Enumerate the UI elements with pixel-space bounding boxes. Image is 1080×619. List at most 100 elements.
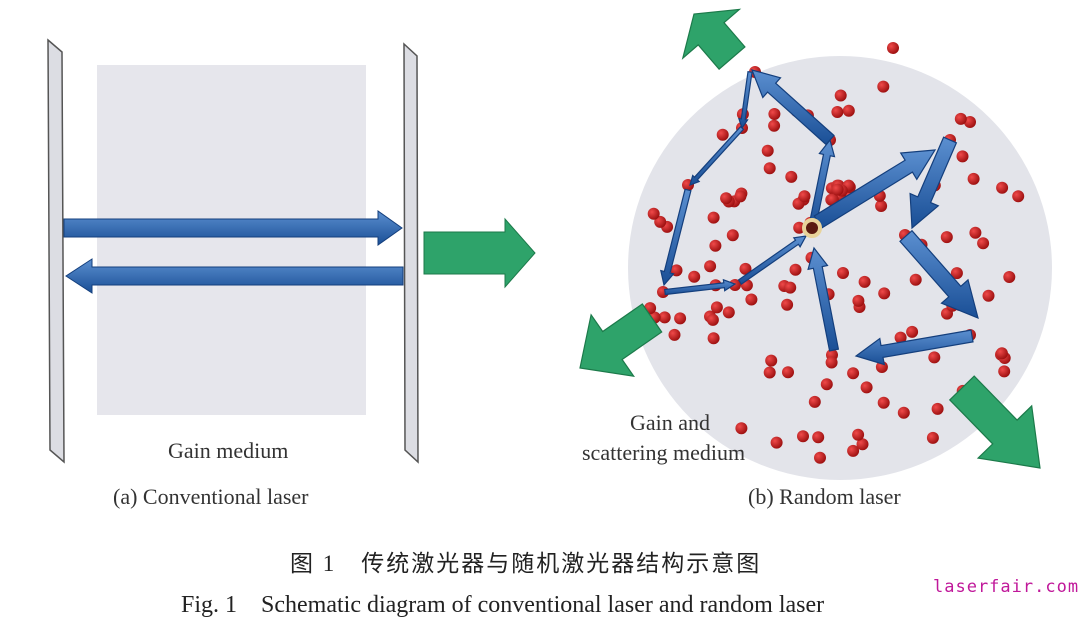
- scatterer-dot: [998, 365, 1011, 378]
- scatterer-dot: [940, 231, 953, 244]
- scatterer-dot: [647, 207, 660, 220]
- scatterer-dot: [765, 354, 778, 367]
- scatterer-dot: [729, 279, 741, 291]
- scatterer-dot: [928, 351, 941, 364]
- scatterer-dot: [831, 183, 844, 196]
- scatterer-dot: [798, 190, 811, 203]
- scatterer-dot: [734, 190, 747, 203]
- scatterer-dot: [722, 306, 735, 319]
- scatterer-dot: [763, 162, 776, 175]
- random-laser-panel: [628, 42, 1052, 480]
- scatterer-dot: [877, 80, 890, 93]
- beam-arrow: [737, 235, 808, 285]
- scatterer-dot: [735, 422, 748, 435]
- scatterer-dot: [781, 298, 794, 311]
- scatterer-dot: [847, 367, 860, 380]
- scatterer-dot: [954, 112, 967, 125]
- scatterer-dot: [808, 395, 821, 408]
- scatterer-dot: [793, 221, 806, 234]
- scatterer-dot: [834, 89, 847, 102]
- beam-arrow: [738, 71, 753, 130]
- beam-arrow: [660, 188, 692, 287]
- scatterer-dot: [710, 301, 723, 314]
- scatterer-dot: [996, 181, 1009, 194]
- scatterer-dot: [674, 312, 687, 325]
- beam-arrow: [909, 136, 958, 230]
- scatterer-dot: [785, 170, 798, 183]
- scatterer-dot: [789, 263, 802, 276]
- scatterer-dot: [956, 150, 969, 163]
- right-mirror: [403, 42, 419, 464]
- scatterer-dot: [847, 444, 860, 457]
- scatterer-dot: [768, 108, 781, 120]
- beam-arrow: [813, 149, 937, 229]
- beam-arrow: [751, 69, 835, 146]
- beam-arrow: [664, 278, 737, 296]
- beam-arrow: [854, 329, 974, 366]
- scatterer-dot: [720, 192, 733, 205]
- scatterer-dot: [875, 200, 888, 212]
- scatterer-dot: [977, 237, 990, 250]
- beam-arrow: [807, 138, 836, 230]
- scatterer-dot: [707, 332, 720, 345]
- output-arrow-icon: [681, 8, 746, 70]
- scatterer-dot: [812, 431, 825, 444]
- scatterer-dot: [842, 104, 855, 117]
- backward-beam-arrow: [65, 258, 404, 294]
- scatterer-dot: [950, 267, 963, 280]
- watermark: laserfair.com: [933, 577, 1080, 597]
- scatterer-dot: [964, 116, 976, 128]
- figure-caption-english: Fig. 1 Schematic diagram of conventional…: [181, 592, 825, 618]
- scatterer-dot: [763, 366, 776, 379]
- scatterer-dot: [797, 430, 809, 443]
- scatterer-dot: [688, 270, 701, 283]
- beam-arrow: [899, 229, 979, 320]
- scatterer-dot: [852, 428, 865, 441]
- scatterer-dot: [820, 378, 833, 391]
- scatterer-dot: [716, 128, 729, 141]
- scatterer-dot: [969, 226, 982, 239]
- scatterer-dot: [831, 106, 844, 118]
- left-mirror: [47, 38, 65, 464]
- scatterer-dot: [897, 406, 910, 419]
- beam-arrow: [807, 246, 840, 352]
- scatterer-dot: [878, 287, 891, 300]
- scatterer-dot: [745, 293, 758, 306]
- scatterer-dot: [1012, 190, 1025, 203]
- scatterer-dot: [770, 436, 783, 449]
- gain-medium-box: [97, 65, 366, 415]
- output-arrow-icon: [423, 217, 536, 289]
- output-arrow-icon: [948, 375, 1041, 469]
- conventional-laser-panel: [47, 38, 419, 464]
- scatterer-dot: [668, 328, 681, 341]
- scatterer-dot: [782, 366, 794, 379]
- output-arrow-icon: [579, 303, 663, 378]
- beam-arrow: [689, 125, 745, 186]
- scatterer-dot: [982, 289, 995, 302]
- scatterer-dot: [707, 211, 720, 224]
- scatterer-dot: [706, 313, 719, 326]
- beam-path-group: [660, 69, 979, 366]
- scattering-medium-label-1: Gain and: [630, 410, 711, 435]
- forward-beam-arrow: [63, 210, 403, 246]
- scatterer-dot: [837, 267, 849, 279]
- scatterer-dot: [825, 356, 838, 369]
- panel-a-caption: (a) Conventional laser: [113, 484, 309, 509]
- scatterer-dot: [860, 381, 873, 394]
- output-arrows: [579, 8, 1041, 469]
- scatterer-dot: [967, 172, 980, 185]
- scattering-medium-label-2: scattering medium: [582, 440, 746, 465]
- gain-medium-label: Gain medium: [168, 438, 289, 463]
- scatterer-dot: [726, 229, 739, 242]
- scatterer-dot: [768, 119, 781, 132]
- scatterer-dot: [852, 294, 865, 307]
- scatterer-dot: [858, 275, 871, 288]
- scatterer-dot: [814, 451, 826, 464]
- scatterer-dot: [931, 402, 944, 415]
- scatterer-dot: [875, 361, 888, 373]
- scatterer-dot: [739, 262, 752, 275]
- scatterer-dot: [926, 431, 939, 444]
- scatterer-dot: [856, 438, 869, 451]
- scatterer-dot: [995, 347, 1008, 360]
